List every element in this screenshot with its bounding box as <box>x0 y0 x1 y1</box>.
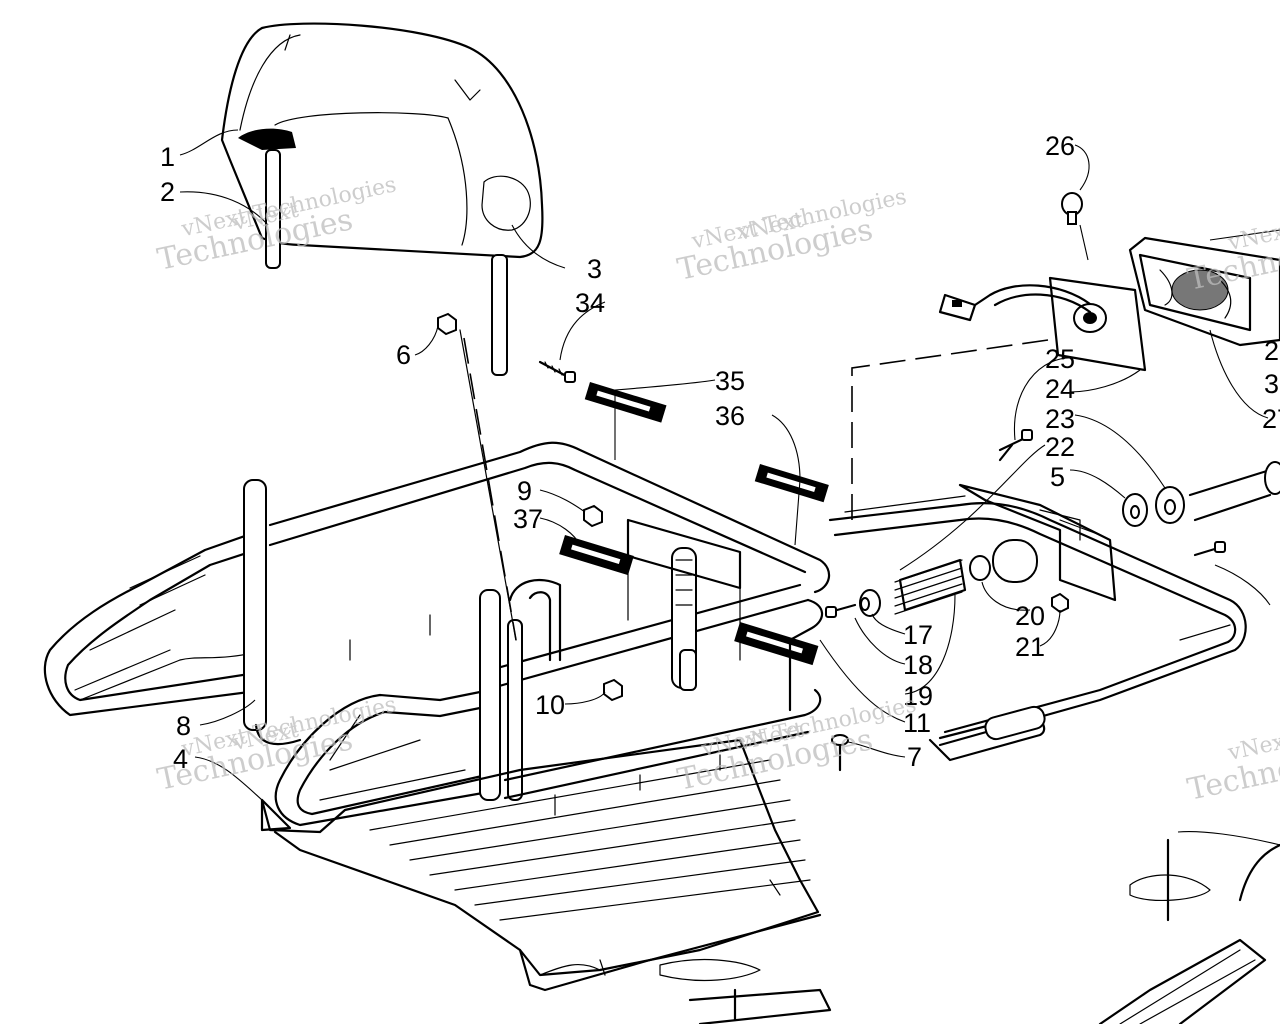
callout-2: 2 <box>160 177 175 207</box>
bulb-26 <box>1061 192 1083 225</box>
decal-36 <box>754 464 829 503</box>
hinge-bracket-22 <box>958 443 1117 602</box>
callout-37: 37 <box>513 504 543 534</box>
callout-4: 4 <box>173 744 188 774</box>
backrest-posts <box>265 149 508 376</box>
backrest <box>220 22 544 259</box>
callout-1: 1 <box>160 142 175 172</box>
callout-5: 5 <box>1050 462 1065 492</box>
callout-8: 8 <box>176 711 191 741</box>
decal-37 <box>559 535 634 576</box>
callout-36: 36 <box>715 401 745 431</box>
callout-3: 3 <box>587 254 602 284</box>
tail-light-base <box>938 276 1147 372</box>
nut-10 <box>603 678 623 702</box>
bolt-7 <box>831 734 849 772</box>
callout-11: 11 <box>903 708 931 738</box>
leader-lines <box>179 129 1280 846</box>
callout-25: 25 <box>1045 344 1075 374</box>
callout-10: 10 <box>535 690 565 720</box>
callout-22: 22 <box>1045 432 1075 462</box>
watermark: Technologies vNext Technologies vNext Te… <box>154 172 1280 807</box>
callout-32: 32 <box>1264 369 1280 399</box>
callout-34: 34 <box>575 288 605 318</box>
callout-26: 26 <box>1045 131 1075 161</box>
foam-patch <box>481 175 531 231</box>
callout-35: 35 <box>715 366 745 396</box>
callout-23: 23 <box>1045 404 1075 434</box>
decal-11 <box>734 622 819 666</box>
callout-24: 24 <box>1045 374 1075 404</box>
nut-21 <box>1051 592 1069 614</box>
callout-20: 20 <box>1015 601 1045 631</box>
lower-hardware <box>659 958 832 1024</box>
callout-21: 21 <box>1015 632 1045 662</box>
washers-pin <box>1122 461 1280 527</box>
screw-34 <box>538 360 576 383</box>
callout-labels: 1 2 3 4 5 6 7 8 9 10 11 17 18 19 20 21 2… <box>160 131 1280 774</box>
callout-18: 18 <box>903 650 933 680</box>
callout-27: 27 <box>1262 404 1280 434</box>
callout-17: 17 <box>903 620 933 650</box>
nut-6 <box>437 312 457 336</box>
bolt-right <box>1193 541 1226 557</box>
rack-frame <box>43 441 831 827</box>
tail-light-housing <box>1128 236 1280 347</box>
callout-19: 19 <box>903 681 933 711</box>
callout-6: 6 <box>396 340 411 370</box>
callout-28: 28 <box>1264 336 1280 366</box>
lower-right-part <box>1098 838 1280 1024</box>
base-plate <box>260 738 822 992</box>
bolt-25 <box>998 429 1033 452</box>
decal-35 <box>584 382 667 423</box>
spring-19 <box>825 539 1038 618</box>
right-frame <box>828 495 1247 762</box>
callout-9: 9 <box>517 476 532 506</box>
callout-7: 7 <box>907 742 922 772</box>
nut-9 <box>583 504 603 528</box>
